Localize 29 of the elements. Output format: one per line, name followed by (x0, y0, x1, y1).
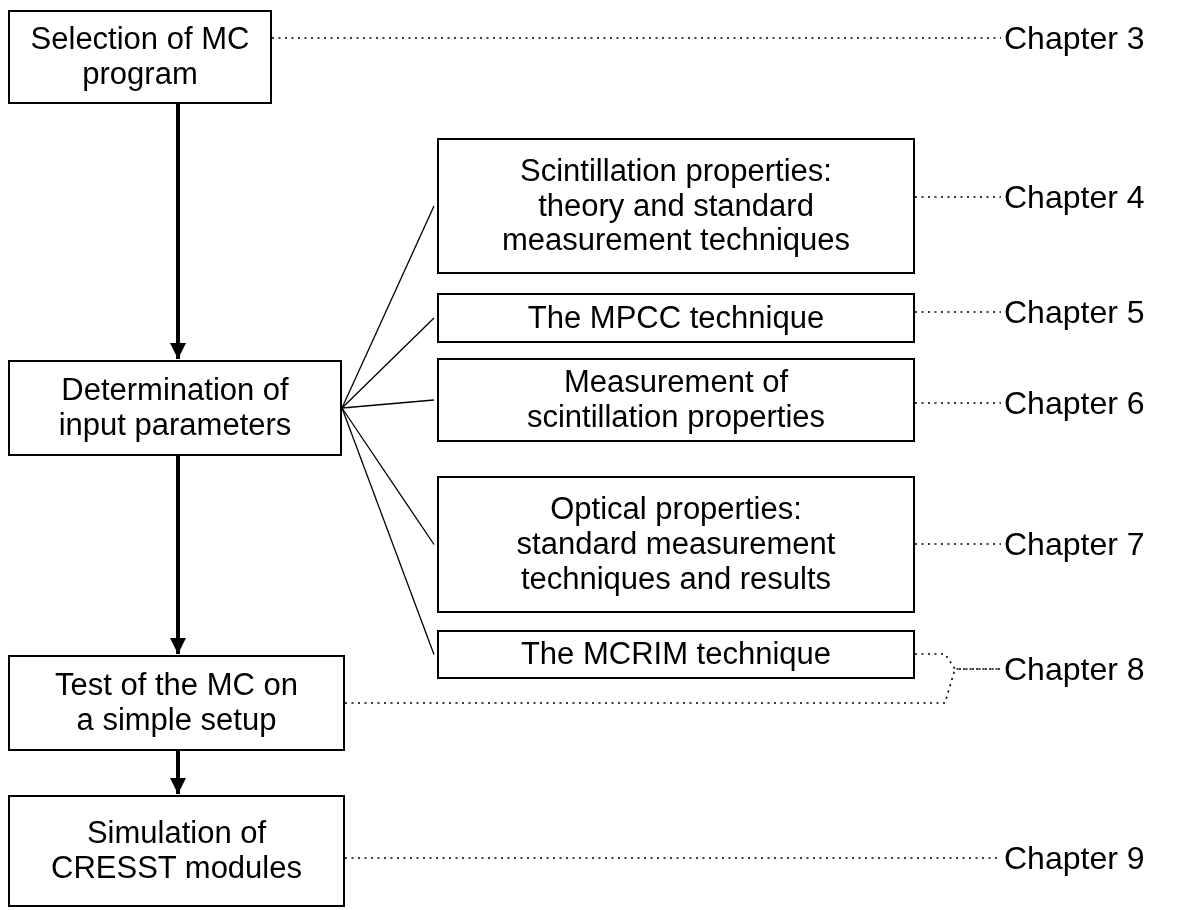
process-box (437, 293, 915, 343)
dotted-line (914, 543, 1002, 545)
process-box (8, 655, 345, 751)
arrow (170, 456, 186, 654)
dotted-line (914, 653, 1002, 670)
arrow (170, 751, 186, 794)
arrow (170, 104, 186, 359)
box-label: Measurement of scintillation properties (525, 365, 827, 435)
connector-line (341, 407, 435, 546)
box-label: The MCRIM technique (520, 637, 832, 672)
process-box (437, 630, 915, 679)
process-box (8, 10, 272, 104)
box-label: Test of the MC on a simple setup (54, 668, 299, 738)
connector-line (341, 317, 435, 409)
process-box (437, 138, 915, 274)
connector-line (341, 399, 435, 409)
process-box (8, 795, 345, 907)
dotted-line (914, 196, 1002, 198)
box-label: Scintillation properties: theory and standard measurement techniques (500, 153, 852, 259)
process-box (437, 476, 915, 613)
box-label: The MPCC technique (527, 300, 825, 336)
box-label: Selection of MC program (29, 22, 251, 92)
dotted-line (914, 311, 1002, 313)
box-label: Determination of input parameters (57, 373, 293, 443)
dotted-line (914, 402, 1002, 404)
box-label: Optical properties: standard measurement techniques and results (515, 492, 837, 597)
process-box (437, 358, 915, 442)
box-label: Simulation of CRESST modules (50, 816, 303, 886)
process-box (8, 360, 342, 456)
